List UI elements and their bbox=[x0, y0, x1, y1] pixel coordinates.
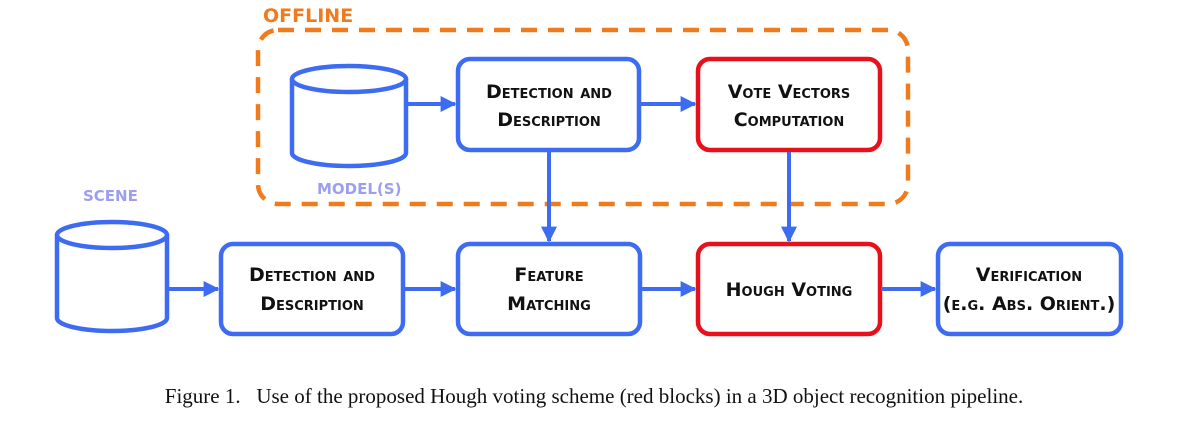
box-label-line2: Description bbox=[260, 293, 364, 315]
box-label-line1: Verification bbox=[976, 264, 1082, 286]
offline-group-border bbox=[255, 27, 911, 207]
box-offline-detection-description: Detection and Description bbox=[455, 56, 642, 153]
pipeline-diagram: OFFLINE MODEL(S) SCENE Detection and Des… bbox=[54, 5, 1124, 337]
box-label-line1: Feature bbox=[514, 264, 583, 286]
model-database-icon bbox=[289, 63, 409, 169]
box-label-line2: Description bbox=[497, 109, 601, 131]
figure-caption: Figure 1. Use of the proposed Hough voti… bbox=[164, 384, 1024, 408]
offline-label: OFFLINE bbox=[263, 5, 353, 27]
box-vote-vectors-computation[interactable]: Vote Vectors Computation bbox=[695, 56, 883, 153]
box-feature-matching: Feature Matching bbox=[455, 241, 643, 337]
model-label: MODEL(S) bbox=[317, 180, 401, 198]
box-label-line1: Hough Voting bbox=[726, 279, 853, 301]
box-label-line2: (e.g. Abs. Orient.) bbox=[943, 293, 1116, 315]
box-scene-detection-description: Detection and Description bbox=[218, 241, 406, 337]
box-verification: Verification (e.g. Abs. Orient.) bbox=[935, 241, 1124, 337]
box-label-line2: Matching bbox=[507, 293, 591, 315]
box-label-line2: Computation bbox=[734, 109, 845, 131]
box-hough-voting[interactable]: Hough Voting bbox=[695, 241, 883, 337]
box-label-line1: Vote Vectors bbox=[728, 81, 851, 103]
box-label-line1: Detection and bbox=[486, 81, 612, 103]
scene-database-icon bbox=[54, 219, 170, 334]
box-label-line1: Detection and bbox=[249, 264, 375, 286]
scene-label: SCENE bbox=[83, 187, 138, 205]
